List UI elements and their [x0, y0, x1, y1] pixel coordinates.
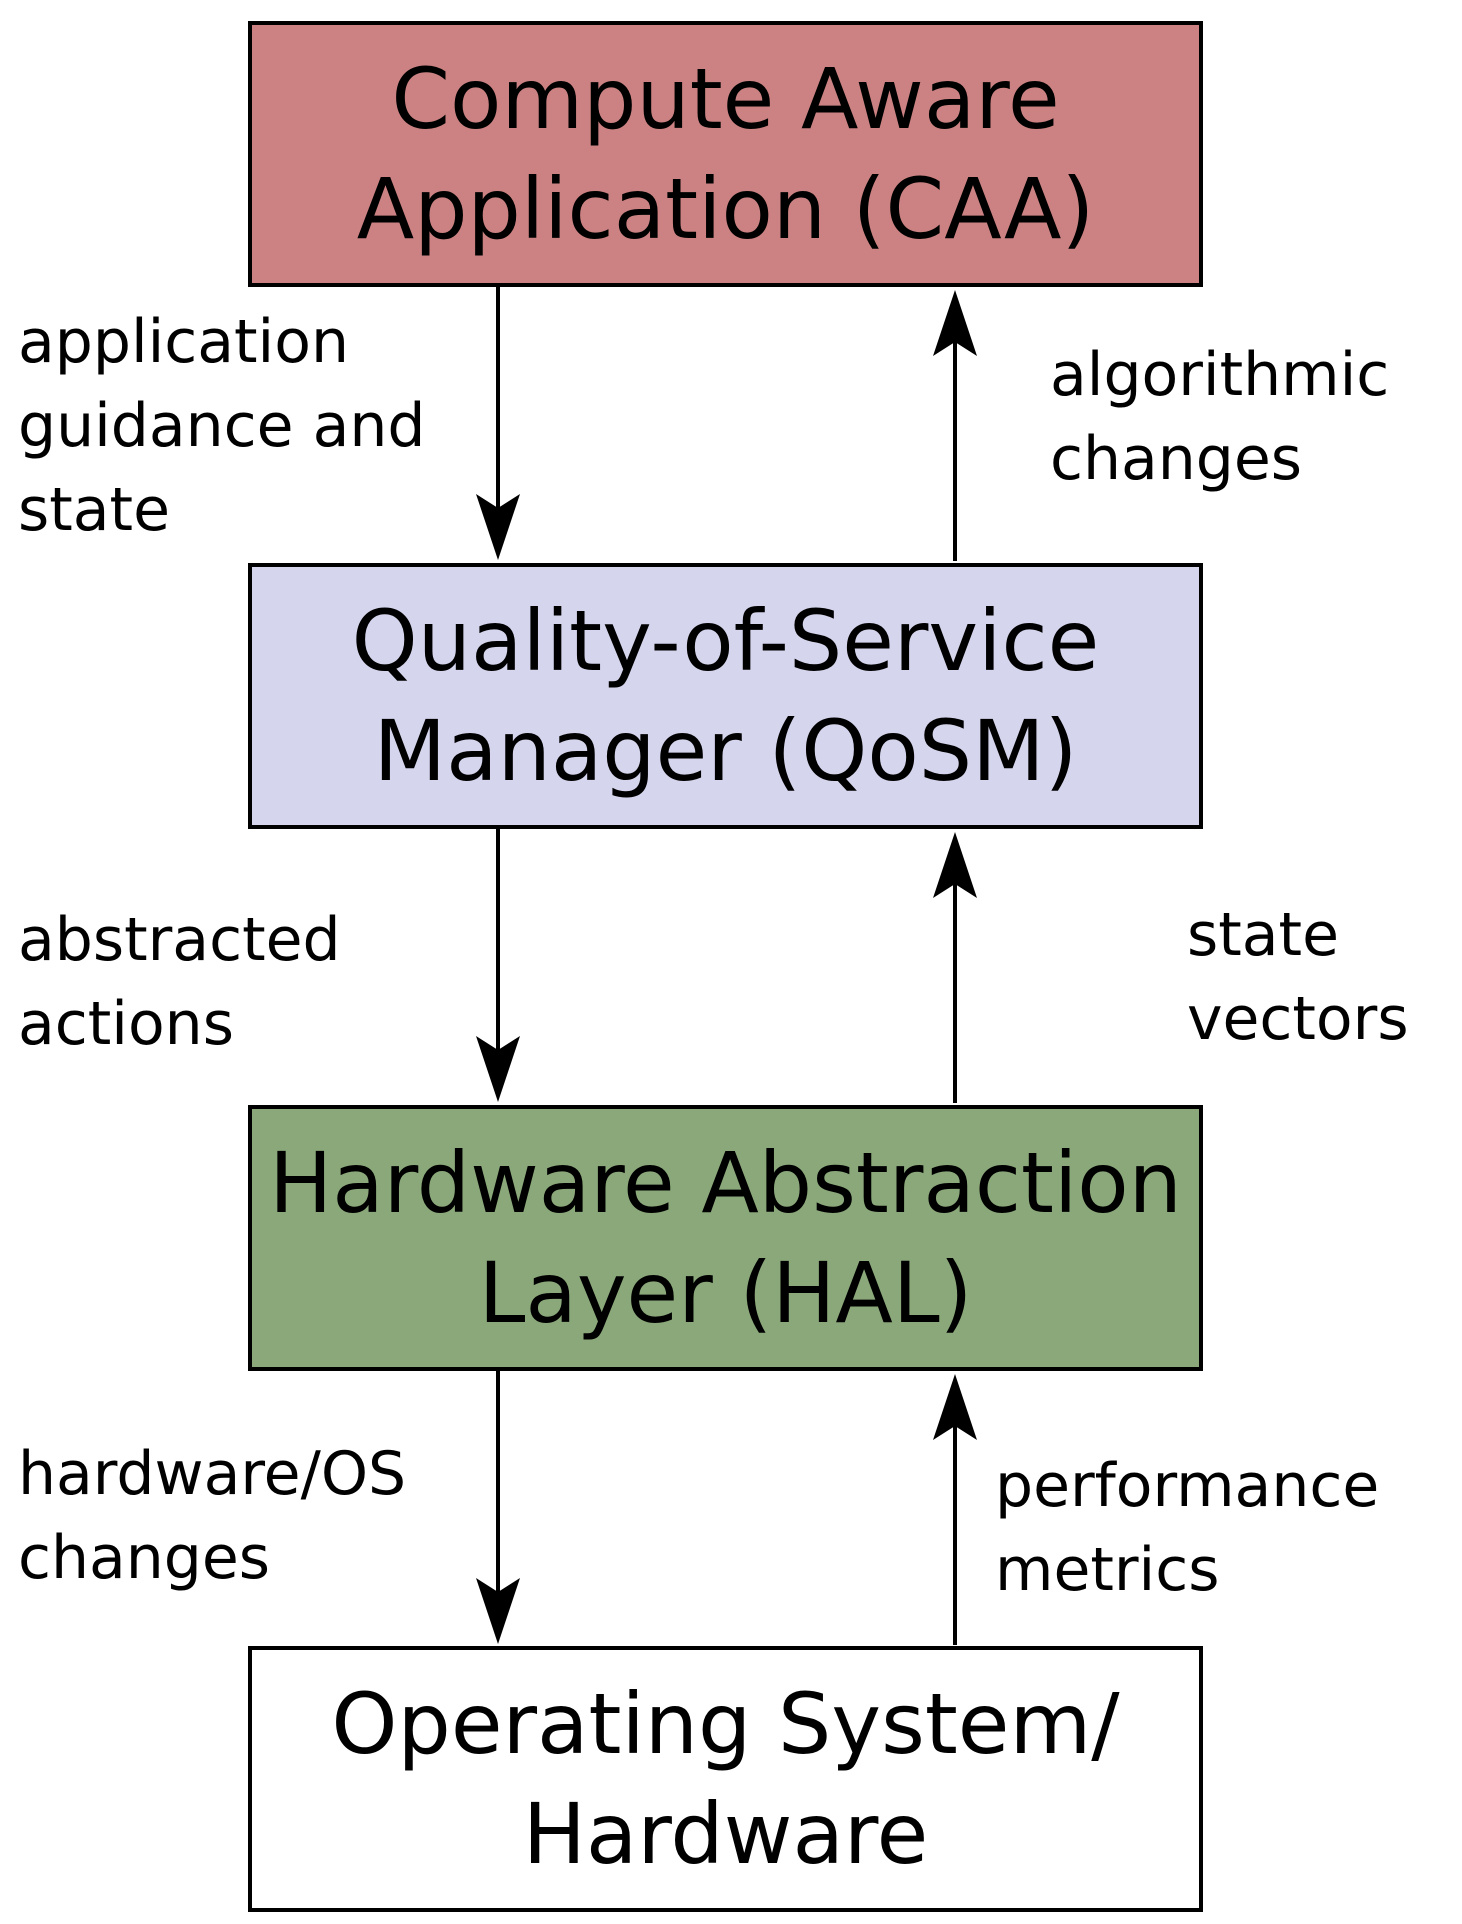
label-state-vectors-line-1: state — [1187, 900, 1339, 970]
label-state-vectors-line-2: vectors — [1187, 984, 1409, 1054]
label-abstracted-actions: abstracted actions — [18, 898, 341, 1066]
hal-box: Hardware Abstraction Layer (HAL) — [248, 1105, 1203, 1371]
qosm-box-line-1: Quality-of-Service — [351, 592, 1100, 690]
arrow-os-to-hal — [933, 1374, 977, 1645]
label-algorithmic-changes-line-1: algorithmic — [1050, 340, 1390, 410]
label-state-vectors: state vectors — [1187, 893, 1409, 1061]
label-application-guidance-line-1: application — [18, 307, 349, 377]
label-hardware-os-changes: hardware/OS changes — [18, 1432, 406, 1600]
os-box-line-2: Hardware — [522, 1785, 929, 1883]
caa-box-line-1: Compute Aware — [391, 50, 1060, 148]
label-application-guidance-line-2: guidance and — [18, 391, 426, 461]
label-algorithmic-changes: algorithmic changes — [1050, 333, 1389, 501]
label-performance-metrics-line-2: metrics — [995, 1535, 1220, 1605]
label-application-guidance-line-3: state — [18, 475, 170, 545]
arrow-qosm-to-hal — [476, 829, 520, 1102]
label-hardware-os-changes-line-1: hardware/OS — [18, 1439, 407, 1509]
label-application-guidance: application guidance and state — [18, 300, 426, 552]
label-performance-metrics: performance metrics — [995, 1444, 1379, 1612]
arrow-qosm-to-caa — [933, 290, 977, 561]
qosm-box-line-2: Manager (QoSM) — [373, 702, 1078, 800]
caa-box: Compute Aware Application (CAA) — [248, 21, 1203, 287]
os-box-line-1: Operating System/ — [331, 1675, 1120, 1773]
label-performance-metrics-line-1: performance — [995, 1451, 1380, 1521]
arrow-hal-to-os — [476, 1371, 520, 1644]
hal-box-line-2: Layer (HAL) — [478, 1244, 973, 1342]
hal-box-line-1: Hardware Abstraction — [269, 1134, 1182, 1232]
caa-box-line-2: Application (CAA) — [356, 160, 1095, 258]
label-algorithmic-changes-line-2: changes — [1050, 424, 1303, 494]
label-abstracted-actions-line-2: actions — [18, 989, 234, 1059]
arrow-caa-to-qosm — [476, 287, 520, 560]
label-abstracted-actions-line-1: abstracted — [18, 905, 341, 975]
qosm-box: Quality-of-Service Manager (QoSM) — [248, 563, 1203, 829]
arrow-hal-to-qosm — [933, 832, 977, 1103]
label-hardware-os-changes-line-2: changes — [18, 1523, 271, 1593]
os-box: Operating System/ Hardware — [248, 1646, 1203, 1912]
